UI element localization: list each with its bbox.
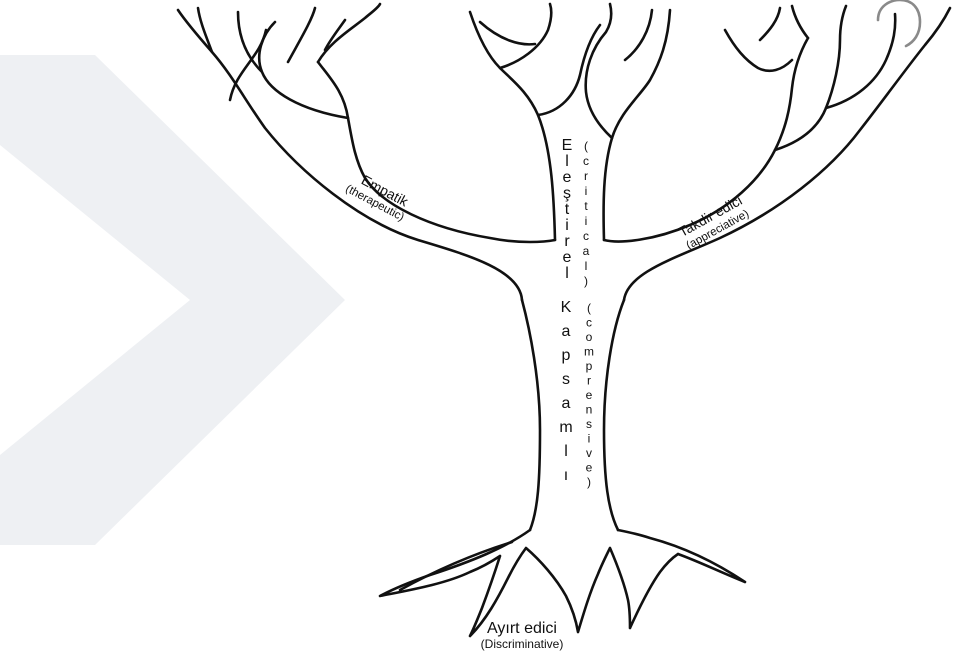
trunk-sublabel-comprensive-char: v	[586, 446, 592, 460]
center-sublabel-critical-char: (	[584, 139, 588, 153]
trunk-sublabel-comprensive-char: (	[587, 301, 591, 315]
center-sublabel-critical-char: c	[583, 154, 589, 168]
tree-left-fork-c	[318, 4, 380, 62]
tree-center-right-edge	[604, 10, 670, 240]
trunk-sublabel-comprensive-char: c	[586, 316, 592, 330]
center-sublabel-critical-char: c	[583, 229, 589, 243]
tree-center-left-edge	[470, 12, 555, 240]
trunk-sublabel-comprensive-char: n	[586, 403, 593, 417]
trunk-label-kapsamli-char: s	[562, 371, 570, 388]
trunk-label-kapsamli-char: K	[561, 299, 572, 316]
center-label-elestirel-char: ş	[563, 185, 571, 202]
center-label-elestirel-char: r	[564, 233, 570, 250]
center-sublabel-critical-char: l	[585, 259, 588, 273]
trunk-label-kapsamli-char: a	[562, 323, 571, 340]
tree-right-fork-a	[775, 6, 846, 150]
tree-right-fork-c	[725, 8, 792, 71]
center-label-elestirel-char: i	[565, 217, 569, 234]
center-label-elestirel-char: E	[562, 137, 573, 154]
root-label-ayirt-edici: Ayırt edici	[487, 620, 557, 637]
trunk-sublabel-comprensive-char: r	[587, 374, 591, 388]
trunk-sublabel-comprensive-char: i	[588, 432, 591, 446]
tree-roots	[380, 530, 745, 636]
center-label-elestirel-char: t	[565, 201, 570, 218]
tree-center-fork-c	[480, 10, 652, 60]
trunk-sublabel-comprensive-char: e	[586, 461, 593, 475]
trunk-label-kapsamli-char: l	[564, 443, 568, 460]
center-sublabel-critical-char: )	[584, 274, 588, 288]
trunk-sublabel-comprensive-char: )	[587, 475, 591, 489]
tree-right-gray-tip	[878, 0, 920, 46]
trunk-label-kapsamli-char: p	[562, 347, 571, 364]
center-sublabel-critical-char: a	[583, 244, 590, 258]
center-sublabel-critical-char: i	[585, 184, 588, 198]
center-label-elestirel-char: l	[565, 153, 569, 170]
center-label-elestirel-char: l	[565, 265, 569, 282]
tree-trunk-left-edge	[522, 300, 540, 530]
center-sublabel-critical-char: t	[584, 199, 588, 213]
trunk-label-kapsamli-char: a	[562, 395, 571, 412]
branch-label-takdir-group: Takdir edici (appreciative)	[676, 192, 752, 252]
tree-left-fork-b	[198, 8, 315, 100]
center-label-elestirel-char: e	[563, 169, 572, 186]
trunk-sublabel-comprensive-char: p	[586, 359, 593, 373]
center-sublabel-critical-char: r	[584, 169, 588, 183]
tree-center-fork-a	[500, 4, 600, 115]
trunk-sublabel-comprensive-char: s	[586, 417, 592, 431]
watermark-chevron	[0, 55, 345, 545]
tree-right-outer-edge	[624, 8, 950, 300]
tree-right-fork-b	[792, 6, 895, 108]
trunk-sublabel-comprensive-char: o	[586, 330, 593, 344]
tree-left-fork-a	[238, 12, 348, 118]
branch-label-empatik-group: Empatik (therapeutic)	[343, 167, 414, 224]
trunk-sublabel-comprensive-char: e	[586, 388, 593, 402]
tree-center-fork-b	[586, 4, 612, 138]
trunk-label-kapsamli-char: m	[559, 419, 572, 436]
center-label-elestirel-char: e	[563, 249, 572, 266]
trunk-sublabel-comprensive-char: m	[584, 345, 594, 359]
tree-trunk-right-edge	[604, 300, 624, 530]
root-sublabel-discriminative: (Discriminative)	[481, 637, 564, 651]
trunk-label-kapsamli-char: ı	[564, 467, 568, 484]
center-sublabel-critical-char: i	[585, 214, 588, 228]
